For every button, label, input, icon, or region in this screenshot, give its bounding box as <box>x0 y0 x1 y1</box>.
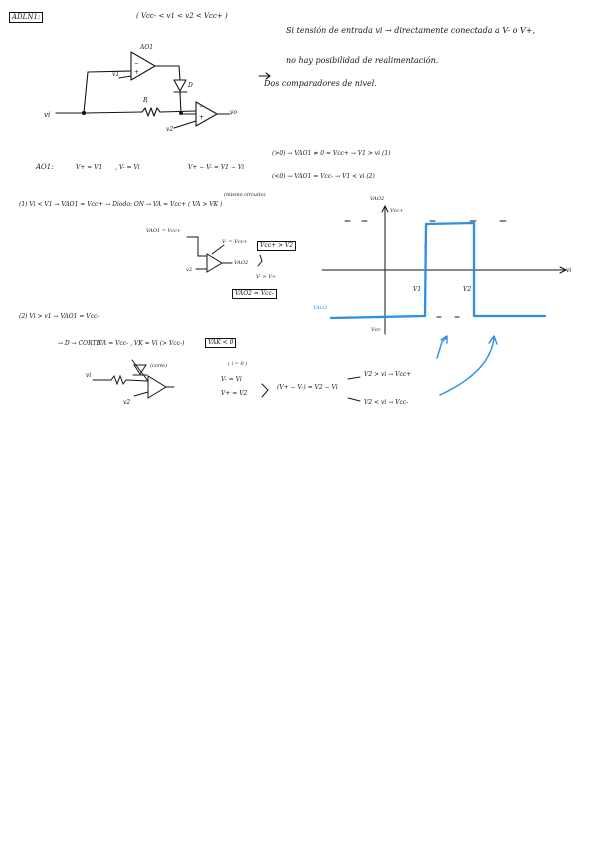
diode-label: D <box>188 82 193 89</box>
case2-vp-eq: V+ = V2 <box>221 390 248 397</box>
case2-line2b: VA = Vcc- , VK = Vi (> Vcc-) <box>98 340 185 347</box>
graph-curve <box>329 221 547 320</box>
case2-corte: (corte) <box>150 363 168 369</box>
case2-line2a: → D → CORTE <box>58 340 101 347</box>
note-line3: Dos comparadores de nivel. <box>264 79 377 88</box>
case1-box2: VAO2 = Vcc- <box>232 289 277 299</box>
graph-vcc-neg-label: Vcc- <box>371 327 382 333</box>
case2-line1: (2) Vi > v1 → VAO1 = Vcc- <box>19 313 100 320</box>
case2-i-eq: ( i = 0 ) <box>228 361 248 367</box>
resistor-label: R <box>143 97 148 104</box>
ao1-analysis-label: AO1: <box>36 163 54 171</box>
ao1-case-neg: (<0) → VAO1 = Vcc- → V1 < vi (2) <box>272 173 375 180</box>
heading-adln1: ADLN1: <box>9 12 44 23</box>
graph-arrow-1 <box>436 335 448 359</box>
range-condition: ( Vcc- < v1 < v2 < Vcc+ ) <box>136 12 228 20</box>
case1-vao2: VAO2 <box>234 260 249 266</box>
graph-v1-label: V1 <box>413 286 422 293</box>
case2-vm-eq: V- = Vi <box>221 376 242 383</box>
case1-vminus: V- = Vcc+ <box>222 239 248 245</box>
note-line1: Si tensión de entrada vi → directamente … <box>286 26 535 35</box>
graph-vcc-pos-label: Vcc+ <box>390 208 404 214</box>
vo-label-circuit: vo <box>230 109 238 116</box>
ao1-label: AO1 <box>140 44 154 51</box>
case2-v2: v2 <box>123 399 131 406</box>
case1-box1: Vcc+ > V2 <box>257 241 297 251</box>
case2-out2: V2 < vi → Vcc- <box>364 399 409 406</box>
case1-vao1: VAO1 = Vcc+ <box>146 228 181 234</box>
case2-diff-eq: (V+ − V-) = V2 − Vi <box>277 384 338 391</box>
note-line2: no hay posibilidad de realimentación. <box>286 56 439 65</box>
graph-x-axis-label: vi <box>566 267 572 274</box>
case1-note-above: (mismo circuito) <box>224 192 266 198</box>
graph-arrow-2 <box>439 335 498 396</box>
graph-x-axis <box>321 266 568 274</box>
case1-vminus-gt: V- > V+ <box>256 274 277 280</box>
ao2-minus: − <box>199 103 205 110</box>
v1-label-circuit: v1 <box>112 71 120 78</box>
graph-left-level-label: VAO2 <box>313 305 328 311</box>
case2-vi: vi <box>86 372 92 379</box>
ao1-case-pos: (>0) → VAO1 ≠ 0 = Vcc+ → V1 > vi (1) <box>272 150 391 157</box>
ao2-plus: + <box>199 114 205 121</box>
case2-out1: V2 > vi → Vcc+ <box>364 371 412 378</box>
ao1-minus: − <box>134 60 140 67</box>
ao1-eq1: V+ = V1 <box>76 164 103 171</box>
ao1-eq3: V+ − V- = V1 − Vi <box>188 164 244 171</box>
case1-v2: v2 <box>186 267 193 273</box>
graph-y-axis-label: VAO2 <box>370 196 385 202</box>
vi-label-circuit: vi <box>44 111 51 119</box>
ao1-plus: + <box>134 69 140 76</box>
case2-box: VAK < 0 <box>205 338 237 348</box>
ao1-eq2: , V- = Vi <box>115 164 140 171</box>
case1-line: (1) Vi < V1 → VAO1 = Vcc+ → Diodo: ON → … <box>19 201 223 208</box>
v2-label-circuit: v2 <box>166 126 174 133</box>
graph-v2-label: V2 <box>463 286 472 293</box>
